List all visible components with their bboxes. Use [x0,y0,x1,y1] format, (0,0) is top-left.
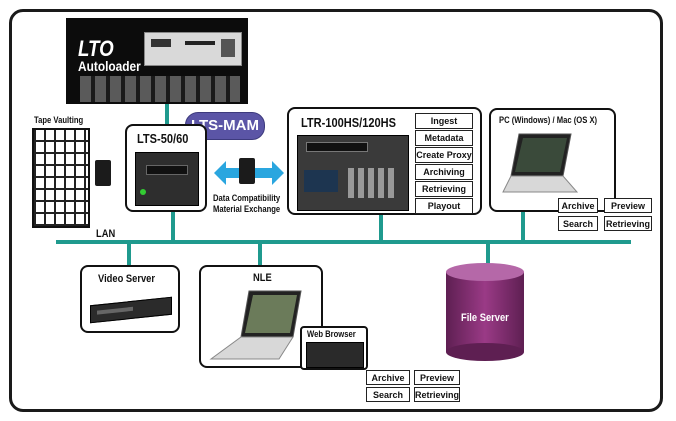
ltr-function-retrieving: Retrieving [415,181,473,197]
autoloader-brand: LTO [78,36,114,61]
pc-archive-button[interactable]: Archive [558,198,598,213]
video-server-title: Video Server [98,273,156,285]
ltr-function-playout: Playout [415,198,473,214]
ltr-function-archiving: Archiving [415,164,473,180]
lts-box: LTS-50/60 [125,124,207,212]
nle-search-button[interactable]: Search [366,387,410,402]
lto-autoloader: LTO Autoloader [66,18,248,104]
lan-bus [56,240,631,244]
pc-search-button[interactable]: Search [558,216,598,231]
pc-box: PC (Windows) / Mac (OS X) [489,108,616,212]
exchange-tape-icon [239,158,255,184]
nle-laptop-icon [209,290,302,360]
lts-unit-icon [135,152,199,206]
pc-retrieving-button[interactable]: Retrieving [604,216,652,231]
tape-vaulting-label: Tape Vaulting [34,115,84,125]
web-browser-screen-icon [306,342,364,368]
web-browser-title: Web Browser [307,329,356,339]
exchange-line1: Data Compatibility [213,193,281,203]
autoloader-link [165,104,169,128]
nle-link [258,242,262,266]
file-server-title: File Server [461,312,509,324]
pc-link [521,210,525,242]
nle-preview-button[interactable]: Preview [414,370,460,385]
tape-cartridges-icon [80,76,240,102]
lts-title: LTS-50/60 [137,131,189,146]
autoloader-name: Autoloader [78,58,141,74]
tape-shelf-icon [32,128,90,228]
ltr-function-metadata: Metadata [415,130,473,146]
ltr-deck-icon [297,135,409,211]
lan-label: LAN [96,228,116,240]
ltr-box: LTR-100HS/120HS Ingest Metadata Create P… [287,107,482,215]
nle-title: NLE [253,272,272,284]
autoloader-unit-icon [144,32,242,66]
tape-cartridge-icon [95,160,111,186]
nle-box: NLE [199,265,323,368]
file-server-link [486,242,490,268]
ltr-link [379,214,383,242]
nle-archive-button[interactable]: Archive [366,370,410,385]
video-server-box: Video Server [80,265,180,333]
pc-preview-button[interactable]: Preview [604,198,652,213]
web-browser-box: Web Browser [300,326,368,370]
pc-title: PC (Windows) / Mac (OS X) [499,115,598,125]
exchange-line2: Material Exchange [213,204,281,214]
nle-retrieving-button[interactable]: Retrieving [414,387,460,402]
video-server-unit-icon [90,296,172,324]
ltr-function-ingest: Ingest [415,113,473,129]
ltr-function-create-proxy: Create Proxy [415,147,473,163]
file-server-cylinder [446,263,524,361]
video-server-link [127,242,131,266]
ltr-title: LTR-100HS/120HS [301,115,396,130]
lts-link [171,212,175,242]
laptop-icon [502,133,579,193]
